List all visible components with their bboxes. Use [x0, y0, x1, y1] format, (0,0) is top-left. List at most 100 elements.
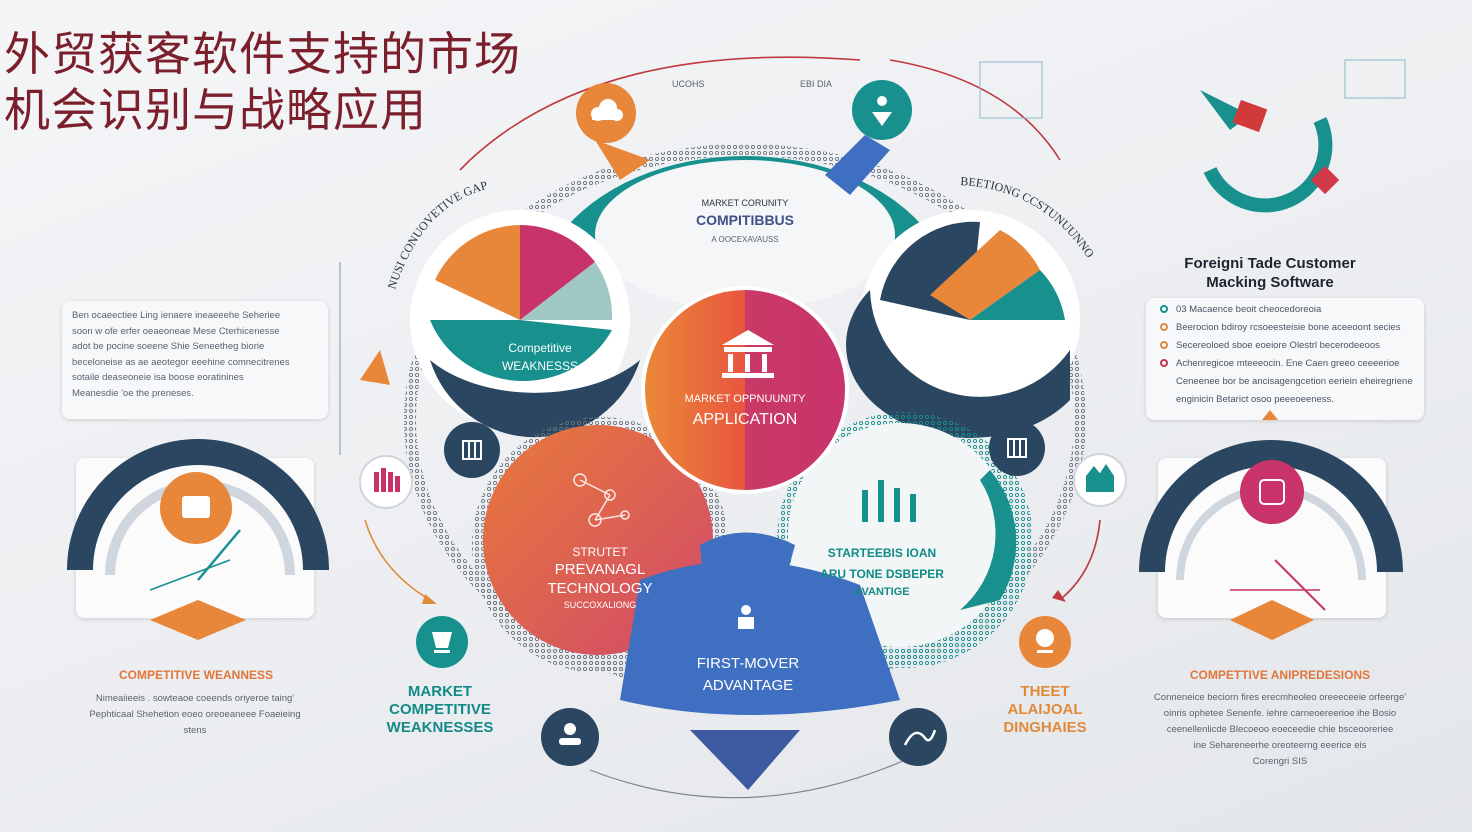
left-panel-text: Nimeaiieeis . sowteaoe coeends oriyeroe …	[70, 691, 320, 739]
top-right-arc	[889, 59, 1061, 161]
bottom-blue-band	[620, 561, 900, 715]
right-triangle-decoration	[1262, 410, 1278, 420]
bottom-left-node	[541, 708, 599, 766]
top-center-line-3: A OOCEXAVAUSS	[711, 235, 778, 244]
left-panel-line: Nimeaiieeis . sowteaoe coeends oriyeroe …	[95, 693, 295, 704]
right-panel-text: Conneneice beciorn fires erecmheoleo ore…	[1148, 690, 1412, 770]
left-lobe-line-1: Competitive	[508, 341, 572, 355]
bullet-icon	[1160, 359, 1168, 367]
briefcase-icon	[862, 480, 916, 522]
left-lobe-mint	[520, 262, 613, 320]
left-lobe-teal	[430, 320, 612, 381]
legend-item: Achenregicoe mteeeocin. Ene Caen greeo c…	[1158, 356, 1420, 372]
bullet-spacer	[1160, 395, 1168, 403]
people-group-icon	[374, 468, 400, 492]
caption-line: DINGHAIES	[1003, 719, 1087, 736]
top-center-lobe	[595, 160, 895, 310]
cup-icon	[432, 632, 452, 653]
right-gauge-badge	[1240, 460, 1304, 524]
left-text-line: adot be pocine soeene Shie Seneetheg bio…	[72, 341, 265, 352]
analytics-icon	[1036, 629, 1054, 653]
left-lobe-line-2: WEAKNESSS	[502, 359, 578, 373]
bullet-spacer	[1160, 377, 1168, 385]
shirt-icon	[738, 605, 754, 629]
right-heading-line-2: Macking Software	[1206, 274, 1334, 291]
legend-item: Ceneenee bor be ancisagengcetion eeriein…	[1158, 374, 1420, 390]
top-right-small-label: EBI DIA	[800, 79, 832, 89]
caption-line: THEET	[1020, 683, 1070, 700]
classical-building-icon	[722, 330, 774, 378]
cloud-icon	[591, 99, 623, 121]
bottom-center-line-2: ADVANTAGE	[703, 677, 793, 694]
left-lobe-magenta	[520, 225, 595, 320]
legend-item: Secereoloed sboe eoeiore Olestrl becerod…	[1158, 338, 1420, 354]
right-panel-line: ceenellenlicde Blecoeoo eoeceedie chie b…	[1166, 724, 1394, 735]
bottom-left-line-3: TECHNOLOGY	[547, 580, 652, 597]
bottom-right-line-1: STARTEEBIS IOAN	[828, 546, 936, 560]
right-lobe-teal	[970, 270, 1065, 320]
bottom-left-line-1: STRUTET	[572, 545, 628, 559]
top-left-small-label: UCOHS	[672, 79, 705, 89]
legend-item: Beerocion bdiroy rcsoeesteisie bone acee…	[1158, 320, 1420, 336]
left-text-line: Meanesdie 'oe the preneses.	[72, 387, 194, 399]
left-panel-line: stens	[183, 725, 207, 736]
bottom-center-line-1: FIRST-MOVER	[697, 655, 800, 672]
right-panel-line: oinris ophetee Senenfe. iehre carneoeree…	[1163, 708, 1397, 719]
title-line-2: 机会识别与战略应用	[4, 83, 427, 137]
bullet-icon	[1160, 305, 1168, 313]
center-line-2: APPLICATION	[693, 411, 798, 428]
bottom-right-line-3: AVANTIGE	[854, 586, 909, 598]
right-panel-line: Corengri SIS	[1252, 756, 1308, 767]
shirt-shape	[700, 532, 795, 608]
bullet-icon	[1160, 341, 1168, 349]
right-panel-title: COMPETTIVE ANIPREDESIONS	[1189, 668, 1371, 682]
bottom-right-line-2: ARU TONE DSBEPER	[820, 567, 944, 581]
building-icon	[462, 440, 482, 460]
bottom-right-teal-band	[960, 470, 1017, 610]
center-circle	[643, 288, 847, 492]
bottom-funnel	[690, 730, 800, 790]
left-triangle-decoration	[360, 350, 390, 385]
left-curve-arrow	[364, 519, 431, 601]
caption-line: MARKET	[407, 683, 473, 700]
right-lobe-orange	[930, 230, 1040, 320]
top-right-node	[852, 80, 912, 140]
page-title: 外贸获客软件支持的市场 机会识别与战略应用	[4, 26, 521, 138]
briefcase-icon	[182, 496, 210, 518]
top-center-line-2: COMPITIBBUS	[696, 212, 794, 228]
right-arrow-head	[1052, 590, 1066, 602]
title-line-1: 外贸获客软件支持的市场	[4, 27, 521, 81]
center-circle-border	[641, 286, 849, 494]
left-panel-line: Pephticaal Shehetion eoeo oreoeaneee Foa…	[89, 709, 301, 720]
building-icon	[1007, 438, 1027, 458]
right-panel-line: Conneneice beciorn fires erecmheoleo ore…	[1153, 692, 1407, 703]
right-lobe-line-1: Potential	[932, 341, 979, 355]
top-left-arc	[469, 56, 861, 161]
right-heading-line-1: Foreigni Tade Customer	[1184, 255, 1356, 272]
right-panel-line: ine Sehareneerhe oreoteerng eeerice eis	[1193, 740, 1367, 751]
legend-list: 03 Macaence beoit cheocedoreoia Beerocio…	[1158, 302, 1420, 410]
caption-line: ALAIJOAL	[1007, 701, 1083, 718]
wave-icon	[903, 729, 937, 746]
legend-item: enginicin Betarict osoo peeeoeeness.	[1158, 392, 1420, 408]
top-right-decoration	[979, 59, 1406, 213]
bullet-icon	[1160, 323, 1168, 331]
arc-arrowhead	[459, 159, 471, 171]
top-left-node-tail	[595, 140, 650, 180]
top-right-node-tail	[825, 135, 890, 195]
left-lobe-orange	[435, 225, 520, 320]
caption-line: COMPETITIVE	[389, 701, 491, 718]
chart-icon	[1259, 479, 1285, 505]
right-lobe-line-2: GAPS	[938, 359, 971, 373]
right-text-card	[1146, 298, 1424, 420]
download-icon	[872, 96, 892, 126]
bottom-arc	[589, 759, 906, 799]
center-line-1: MARKET OPPNUUNITY	[685, 393, 806, 405]
market-weaknesses-caption: MARKET COMPETITIVE WEAKNESSES	[370, 683, 510, 737]
bottom-right-node	[889, 708, 947, 766]
top-center-line-1: MARKET CORUNITY	[702, 198, 789, 208]
left-text-line: Ben ocaeectiee Ling ienaere ineaeeehe Se…	[72, 310, 281, 321]
right-heading: Foreigni Tade Customer Macking Software	[1150, 254, 1390, 292]
right-node	[989, 420, 1045, 476]
